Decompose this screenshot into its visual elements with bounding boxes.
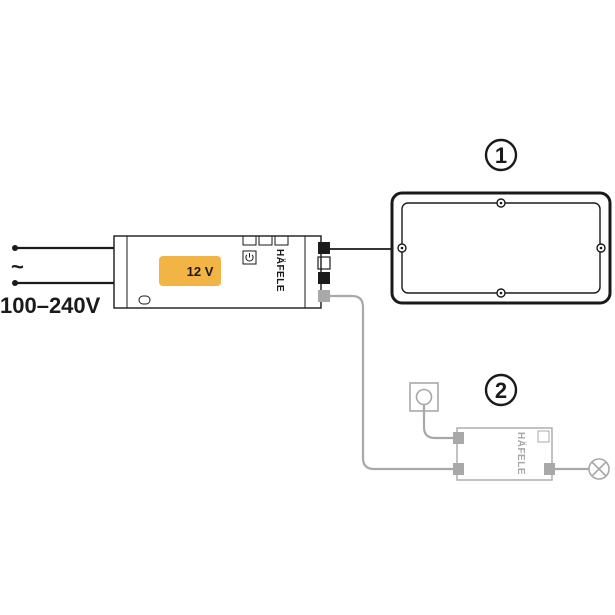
mounting-slot	[138, 295, 151, 305]
ac-symbol: ~	[11, 254, 24, 279]
callout-2-number: 2	[495, 378, 507, 403]
dip-switch-3	[274, 235, 289, 246]
output-connector-3	[318, 272, 330, 284]
output-voltage-label: 12 V	[187, 264, 214, 279]
panel-screw-holes	[397, 198, 606, 298]
driver-brand-logo: HÄFELE	[274, 249, 287, 292]
led-driver: 12 V HÄFELE	[113, 235, 331, 309]
secondary-input-connector-2	[453, 463, 464, 475]
led-panel	[390, 191, 612, 305]
output-voltage-badge	[159, 256, 221, 286]
secondary-input-connector-1	[453, 432, 464, 444]
mains-input-wires	[16, 246, 115, 285]
secondary-output-connector	[544, 463, 555, 475]
input-terminal-top	[12, 245, 18, 251]
voltage-range-label: 100–240V	[0, 293, 101, 318]
output-connector-4	[318, 290, 330, 302]
secondary-switch	[537, 430, 550, 443]
optional-control-wire	[330, 294, 454, 471]
lamp-icon	[588, 458, 610, 480]
input-terminal-bottom	[12, 280, 18, 286]
dip-switch-2	[258, 235, 273, 246]
socket-wire	[422, 404, 454, 440]
callout-2: 2	[484, 373, 518, 407]
output-connector-1	[318, 242, 330, 254]
secondary-brand-logo: HÄFELE	[515, 432, 528, 475]
callout-1: 1	[484, 138, 518, 172]
callout-1-number: 1	[495, 143, 507, 168]
power-icon	[242, 250, 257, 265]
secondary-driver: HÄFELE	[453, 427, 555, 481]
dip-switch-1	[242, 235, 257, 246]
output-connector-2	[317, 256, 331, 270]
